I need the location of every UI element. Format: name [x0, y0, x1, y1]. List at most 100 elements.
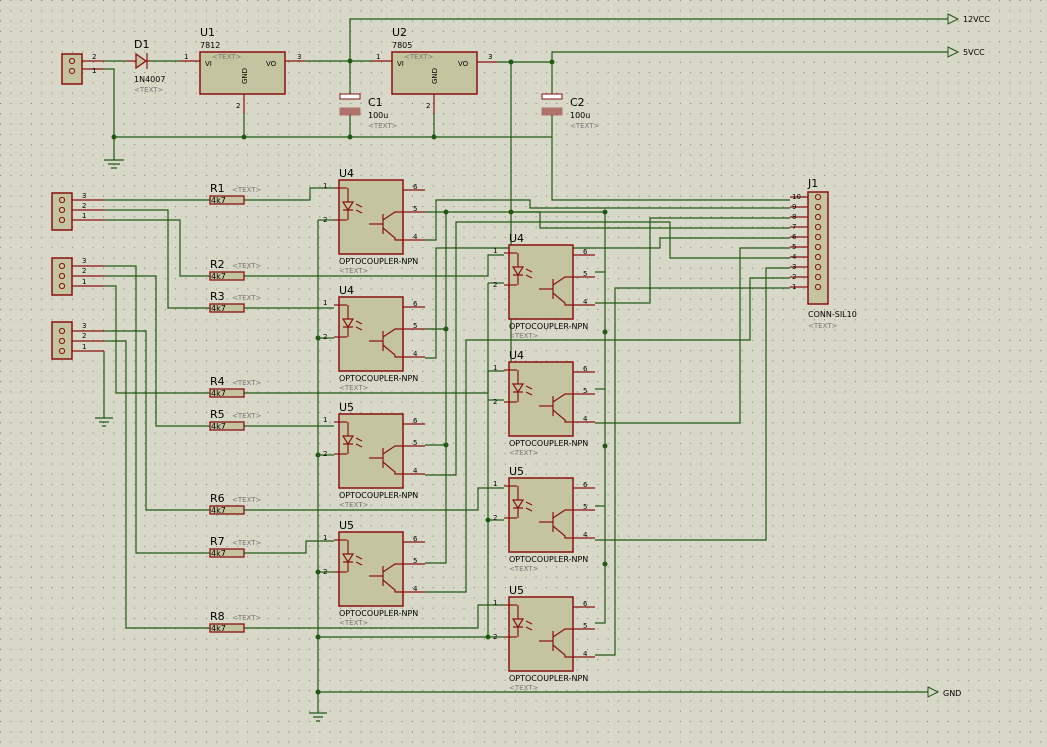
resistor-ref: R2: [210, 258, 225, 271]
u1-pin2: 2: [236, 102, 240, 110]
opto-pin-1: 1: [323, 534, 327, 542]
resistor-value: 4k7: [211, 272, 226, 281]
svg-text:2: 2: [82, 267, 86, 275]
resistor-value: 4k7: [211, 506, 226, 515]
optocoupler-value: OPTOCOUPLER-NPN: [339, 491, 418, 500]
resistor-ref: R4: [210, 375, 225, 388]
opto-pin-2: 2: [323, 450, 327, 458]
opto-pin-2: 2: [323, 216, 327, 224]
optocoupler-ref: U5: [509, 465, 524, 478]
u1-pin1: 1: [184, 53, 188, 61]
c1-text: <TEXT>: [368, 122, 398, 130]
c1-ref: C1: [368, 96, 383, 109]
opto-pin-5: 5: [583, 503, 587, 511]
resistor-text: <TEXT>: [232, 614, 262, 622]
resistor-text: <TEXT>: [232, 186, 262, 194]
regulator-u2: U2 7805 <TEXT> VI VO GND 1 3 2: [372, 26, 497, 114]
resistor-ref: R6: [210, 492, 225, 505]
u1-vo: VO: [266, 60, 277, 68]
opto-pin-2: 2: [323, 333, 327, 341]
opto-pin-5: 5: [583, 270, 587, 278]
optocoupler-value: OPTOCOUPLER-NPN: [339, 374, 418, 383]
opto-pin-2: 2: [493, 281, 497, 289]
svg-text:1: 1: [82, 343, 86, 351]
net-5vcc-text: 5VCC: [963, 48, 985, 57]
svg-text:1: 1: [92, 67, 96, 75]
j1-pin-number: 4: [792, 253, 797, 261]
opto-pin-6: 6: [583, 481, 588, 489]
opto-pin-1: 1: [323, 182, 327, 190]
opto-pin-2: 2: [493, 633, 497, 641]
j1-pin-number: 1: [792, 283, 796, 291]
opto-pin-2: 2: [493, 514, 497, 522]
svg-text:3: 3: [82, 322, 86, 330]
power-wiring: [104, 18, 948, 390]
optocoupler-ref: U4: [339, 167, 354, 180]
j1-pin-number: 8: [792, 213, 796, 221]
ground-symbol: [104, 155, 124, 169]
resistor-value: 4k7: [211, 389, 226, 398]
resistor-text: <TEXT>: [232, 496, 262, 504]
capacitor-c1: C1 100u <TEXT>: [339, 93, 398, 130]
j1-pin-number: 2: [792, 273, 796, 281]
opto-pin-6: 6: [583, 365, 588, 373]
opto-pin-4: 4: [583, 298, 588, 306]
svg-text:1: 1: [82, 212, 86, 220]
opto-pin-4: 4: [413, 233, 418, 241]
opto-pin-1: 1: [323, 299, 327, 307]
opto-pin-5: 5: [413, 322, 417, 330]
opto-pin-4: 4: [583, 415, 588, 423]
u2-gnd: GND: [431, 68, 439, 84]
optocoupler-ref: U5: [339, 401, 354, 414]
resistor-value: 4k7: [211, 549, 226, 558]
u1-value: 7812: [200, 41, 220, 50]
opto-pin-1: 1: [323, 416, 327, 424]
j1-pin-number: 10: [792, 193, 801, 201]
optocoupler-value: OPTOCOUPLER-NPN: [339, 257, 418, 266]
opto-pin-1: 1: [493, 247, 497, 255]
optocoupler-text: <TEXT>: [339, 267, 369, 275]
opto-pin-6: 6: [583, 248, 588, 256]
resistor-text: <TEXT>: [232, 294, 262, 302]
optocoupler-text: <TEXT>: [509, 565, 539, 573]
j1-ref: J1: [807, 177, 818, 190]
c1-value: 100u: [368, 111, 388, 120]
j1-pin-number: 7: [792, 223, 796, 231]
u1-vi: VI: [205, 60, 212, 68]
c2-ref: C2: [570, 96, 585, 109]
j1-text: <TEXT>: [808, 322, 838, 330]
input-connector-c: 3 2 1: [51, 321, 104, 360]
ground-symbol: [309, 692, 327, 722]
opto-pin-4: 4: [413, 467, 418, 475]
svg-text:2: 2: [82, 202, 86, 210]
resistor-value: 4k7: [211, 624, 226, 633]
opto-pin-5: 5: [413, 557, 417, 565]
net-label-5vcc: 5VCC: [947, 46, 985, 58]
d1-ref: D1: [134, 38, 149, 51]
resistor-text: <TEXT>: [232, 262, 262, 270]
u2-text: <TEXT>: [404, 53, 434, 61]
signal-wiring: [103, 137, 790, 692]
optocoupler-value: OPTOCOUPLER-NPN: [509, 555, 588, 564]
net-label-12vcc: 12VCC: [947, 13, 990, 25]
optocoupler-text: <TEXT>: [339, 501, 369, 509]
optocoupler-ref: U4: [509, 349, 524, 362]
net-12vcc-text: 12VCC: [963, 15, 990, 24]
j1-value: CONN-SIL10: [808, 310, 857, 319]
input-connector-a: 3 2 1: [51, 192, 104, 231]
capacitor-c2: C2 100u <TEXT>: [541, 93, 600, 130]
opto-pin-1: 1: [493, 364, 497, 372]
regulator-u1: U1 7812 <TEXT> VI VO GND 1 3 2: [180, 26, 305, 114]
